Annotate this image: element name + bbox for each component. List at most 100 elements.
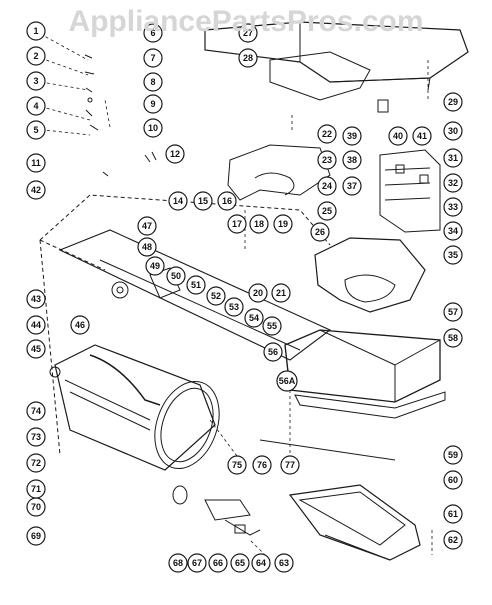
callout-30: 30 [443, 121, 463, 141]
blower-motor [314, 237, 426, 313]
callout-56: 56 [263, 342, 283, 362]
callout-23: 23 [317, 150, 337, 170]
callout-54: 54 [244, 308, 264, 328]
callout-label: 40 [393, 131, 403, 141]
callout-label: 3 [33, 76, 38, 86]
callout-label: 37 [347, 181, 357, 191]
callout-24: 24 [317, 176, 337, 196]
callout-label: 20 [253, 288, 263, 298]
callout-label: 25 [322, 206, 332, 216]
callout-label: 14 [173, 196, 183, 206]
callout-label: 1 [33, 26, 38, 36]
callout-63: 63 [274, 553, 294, 573]
callout-9: 9 [143, 94, 163, 114]
callout-19: 19 [273, 214, 293, 234]
callout-label: 49 [150, 261, 160, 271]
callout-4: 4 [26, 96, 46, 116]
callout-38: 38 [342, 150, 362, 170]
callout-53: 53 [224, 297, 244, 317]
callout-label: 75 [232, 460, 242, 470]
callout-69: 69 [26, 526, 46, 546]
callout-25: 25 [317, 201, 337, 221]
callout-61: 61 [443, 504, 463, 524]
callout-45: 45 [26, 339, 46, 359]
callout-10: 10 [143, 118, 163, 138]
callout-label: 70 [31, 502, 41, 512]
callout-21: 21 [271, 283, 291, 303]
callout-64: 64 [251, 553, 271, 573]
callout-28: 28 [238, 48, 258, 68]
callout-label: 63 [279, 558, 289, 568]
callout-label: 74 [31, 406, 41, 416]
callout-label: 61 [448, 509, 458, 519]
callout-37: 37 [342, 176, 362, 196]
callout-label: 6 [150, 28, 155, 38]
callout-label: 58 [448, 333, 458, 343]
callout-11: 11 [26, 153, 46, 173]
callout-59: 59 [443, 445, 463, 465]
callout-label: 5 [33, 125, 38, 135]
drum-assembly [49, 344, 220, 471]
control-bracket [377, 99, 441, 233]
callout-label: 12 [170, 149, 180, 159]
callout-label: 8 [150, 77, 155, 87]
callout-27: 27 [238, 23, 258, 43]
callout-label: 18 [254, 219, 264, 229]
callout-41: 41 [412, 126, 432, 146]
callout-label: 29 [448, 97, 458, 107]
callout-16: 16 [217, 191, 237, 211]
callout-label: 26 [315, 227, 325, 237]
callout-67: 67 [187, 553, 207, 573]
callout-label: 17 [232, 219, 242, 229]
callout-72: 72 [26, 453, 46, 473]
bottom-small-parts [172, 485, 261, 536]
callout-label: 33 [448, 202, 458, 212]
lint-tray [288, 484, 421, 561]
callout-label: 59 [448, 450, 458, 460]
callout-label: 35 [448, 250, 458, 260]
callout-65: 65 [230, 553, 250, 573]
callout-22: 22 [317, 124, 337, 144]
callout-32: 32 [443, 173, 463, 193]
callout-57: 57 [443, 302, 463, 322]
callout-label: 30 [448, 126, 458, 136]
callout-label: 11 [31, 158, 41, 168]
callout-14: 14 [168, 191, 188, 211]
callout-label: 47 [142, 221, 152, 231]
callout-label: 2 [33, 51, 38, 61]
callout-label: 7 [150, 53, 155, 63]
callout-44: 44 [26, 315, 46, 335]
callout-76: 76 [252, 455, 272, 475]
callout-43: 43 [26, 289, 46, 309]
callout-label: 31 [448, 153, 458, 163]
front-bulkhead [58, 229, 332, 361]
callout-7: 7 [143, 48, 163, 68]
callout-33: 33 [443, 197, 463, 217]
callout-66: 66 [208, 553, 228, 573]
callout-71: 71 [26, 479, 46, 499]
callout-label: 48 [142, 242, 152, 252]
callout-52: 52 [206, 286, 226, 306]
callout-47: 47 [137, 216, 157, 236]
callout-label: 76 [257, 460, 267, 470]
callout-46: 46 [70, 315, 90, 335]
callout-49: 49 [145, 256, 165, 276]
callout-6: 6 [143, 23, 163, 43]
callout-label: 52 [211, 291, 221, 301]
callout-label: 65 [235, 558, 245, 568]
callout-label: 73 [31, 432, 41, 442]
callout-77: 77 [280, 455, 300, 475]
callout-55: 55 [262, 316, 282, 336]
callout-label: 42 [31, 185, 41, 195]
callout-label: 22 [322, 129, 332, 139]
callout-label: 4 [33, 101, 38, 111]
callout-40: 40 [388, 126, 408, 146]
callout-label: 57 [448, 307, 458, 317]
callout-label: 64 [256, 558, 266, 568]
callout-74: 74 [26, 401, 46, 421]
callout-3: 3 [26, 71, 46, 91]
callout-label: 62 [448, 535, 458, 545]
callout-label: 56A [279, 376, 296, 386]
